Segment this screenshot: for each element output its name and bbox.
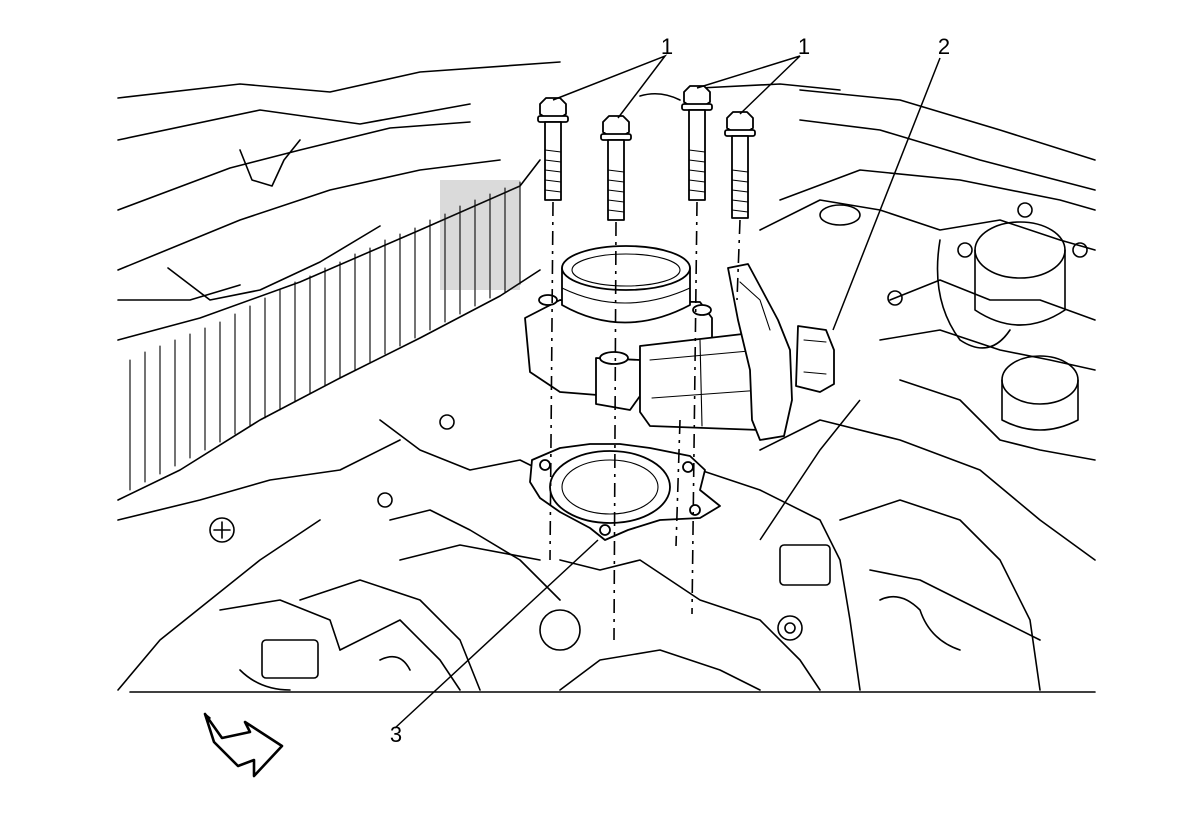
alignment-lines (549, 201, 741, 641)
bolt-1a (537, 97, 569, 201)
throttle-body (524, 245, 835, 441)
callout-label-bolts-right: 1 (798, 34, 810, 59)
leader-lines (394, 54, 941, 729)
direction-arrow-icon (203, 712, 284, 778)
engine-bay-background (117, 61, 1096, 693)
bolt-1c (681, 85, 713, 201)
bolt-1b (600, 115, 632, 221)
bolt-1d (724, 111, 756, 219)
gasket (529, 443, 721, 541)
callout-label-throttle-body: 2 (938, 34, 950, 59)
cowl-vent-grille (117, 159, 541, 501)
callout-label-bolts-left: 1 (661, 34, 673, 59)
callout-label-gasket: 3 (390, 722, 402, 747)
